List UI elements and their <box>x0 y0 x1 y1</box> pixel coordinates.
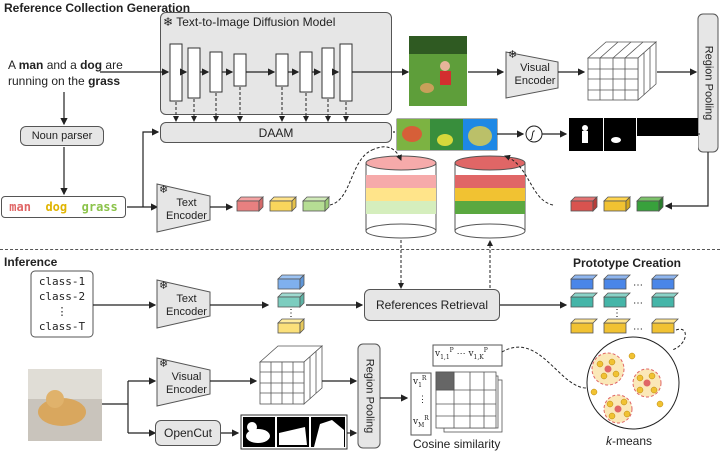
class-item: class-T <box>38 320 86 333</box>
prototype-embeddings <box>570 274 679 334</box>
svg-text:⋮: ⋮ <box>286 308 296 319</box>
svg-text:ʃ: ʃ <box>529 130 535 141</box>
region-pooling-top-label: Region Pooling <box>702 45 714 121</box>
reference-database-light <box>365 155 437 239</box>
segmentation-masks <box>569 118 698 151</box>
prototype-creation-title: Prototype Creation <box>573 256 682 270</box>
svg-text:⋯: ⋯ <box>633 324 643 335</box>
visual-embeddings <box>570 196 664 212</box>
snowflake-icon: ❄ <box>159 184 169 196</box>
class-list: class-1 class-2 ⋮ class-T <box>31 274 93 334</box>
visual-encoder-bottom-label: ❄ Visual Encoder <box>159 358 207 396</box>
class-item: class-2 <box>38 290 86 303</box>
unet-blocks <box>169 43 353 102</box>
svg-text:⋯: ⋯ <box>633 280 643 291</box>
v-dots-label: ⋮ <box>418 394 427 404</box>
diffusion-model-title: ❄ Text-to-Image Diffusion Model <box>163 15 336 29</box>
snowflake-icon: ❄ <box>159 280 169 292</box>
reference-database-dark <box>454 155 526 239</box>
opencut-box: OpenCut <box>155 420 221 446</box>
snowflake-icon: ❄ <box>508 49 518 61</box>
opencut-masks <box>240 414 348 450</box>
region-pooling-bottom-label: Region Pooling <box>363 358 375 434</box>
kmeans-cluster-diagram <box>586 336 680 430</box>
noun-grass: grass <box>81 200 118 214</box>
visual-encoder-top-label: ❄ Visual Encoder <box>508 49 556 87</box>
feature-cube-bottom <box>258 345 324 405</box>
vm-label: vMR <box>413 415 429 429</box>
query-image <box>28 369 102 441</box>
noun-parser-box: Noun parser <box>20 126 104 146</box>
kmeans-label: k-means <box>606 434 653 448</box>
class-item: class-1 <box>38 275 86 288</box>
reference-collection-title: Reference Collection Generation <box>4 1 191 15</box>
threshold-function-icon <box>525 125 543 143</box>
noun-list-box: man dog grass <box>1 196 126 218</box>
prototype-vector <box>432 344 503 367</box>
noun-man: man <box>9 200 31 214</box>
feature-cube-top <box>586 41 658 101</box>
snowflake-icon: ❄ <box>159 358 169 370</box>
class-item: ⋮ <box>56 305 68 318</box>
class-embeddings <box>277 274 305 334</box>
noun-dog: dog <box>45 200 68 214</box>
text-encoder-top-label: ❄ Text Encoder <box>159 184 207 222</box>
prompt-caption: A man and a dog are running on the grass <box>8 58 123 88</box>
text-encoder-bottom-label: ❄ Text Encoder <box>159 280 207 318</box>
cosine-similarity-label: Cosine similarity <box>413 437 501 451</box>
v1-label: v1R <box>413 375 427 389</box>
prototype-vector-labels: v1,1P ⋯ v1,KP <box>435 347 488 361</box>
snowflake-icon: ❄ <box>163 15 174 29</box>
inference-title: Inference <box>4 255 58 269</box>
cosine-similarity-matrix <box>435 371 503 433</box>
generated-image <box>409 36 467 106</box>
section-divider <box>0 249 720 250</box>
references-retrieval-box: References Retrieval <box>364 289 500 321</box>
text-embeddings <box>236 196 330 212</box>
svg-text:⋮: ⋮ <box>612 308 622 319</box>
region-feature-vector <box>410 372 432 436</box>
daam-box: DAAM <box>160 122 392 143</box>
svg-text:⋯: ⋯ <box>633 298 643 309</box>
